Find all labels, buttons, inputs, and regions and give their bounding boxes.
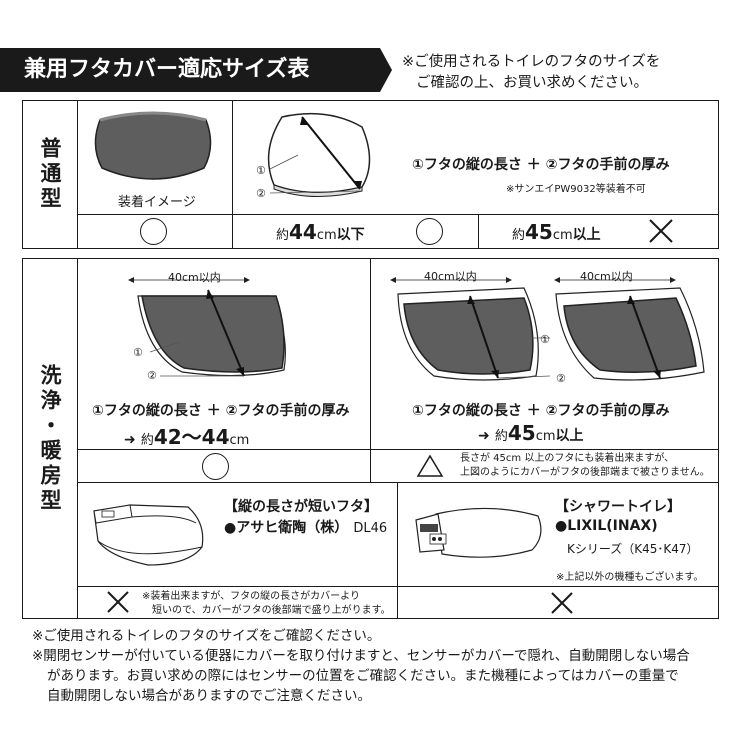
short-lid-note: ※装着出来ますが、フタの縦の長さがカバーより 短いので、カバーがフタの後部端で盛…	[142, 591, 391, 616]
shower-toilet-title: 【シャワートイレ】	[555, 499, 681, 515]
washlet-marker-1-left: ①	[133, 346, 143, 359]
footer-notes: ※ご使用されるトイレのフタのサイズをご確認ください。 ※開閉センサーが付いている…	[32, 626, 690, 706]
arrow-right-icon: ➜	[478, 428, 490, 444]
header-title: 兼用フタカバー適応サイズ表	[0, 48, 392, 92]
regular-marker-1: ①	[256, 164, 266, 177]
regular-side-label: 普通型	[38, 137, 62, 212]
header-note-line2: ご確認の上、お買い求めください。	[416, 75, 648, 91]
washlet-lid-diagram-mid	[390, 277, 551, 381]
short-lid-title: 【縦の長さが短いフタ】	[224, 499, 378, 515]
divider	[77, 100, 79, 249]
washlet-caution-note: 長さが 45cm 以上のフタにも装着出来ますが、 上図のようにカバーがフタの後部…	[460, 453, 710, 478]
divider	[77, 586, 719, 588]
washlet-side-label: 洗浄・暖房型	[38, 363, 62, 514]
divider	[77, 258, 79, 619]
regular-size-b: 約45cm以上	[512, 220, 601, 244]
footer-line2: ※開閉センサーが付いている便器にカバーを取り付けますと、センサーがカバーで隠れ、…	[32, 648, 690, 664]
regular-size-a: 約44cm以下	[276, 220, 365, 244]
washlet-measure-right: ①フタの縦の長さ ＋ ②フタの手前の厚み	[412, 403, 670, 419]
cross-ng-icon	[107, 591, 129, 613]
divider	[370, 258, 372, 482]
divider	[77, 449, 719, 451]
shower-toilet-image	[415, 507, 542, 558]
divider	[232, 100, 234, 249]
shower-toilet-brand: ●LIXIL(INAX)	[555, 518, 658, 534]
regular-image-caption: 装着イメージ	[118, 195, 196, 210]
regular-lid-diagram	[267, 112, 371, 197]
footer-line3: があります。お買い求めの際にはセンサーの位置をご確認ください。また機種によっては…	[47, 668, 679, 684]
washlet-lid-diagram-right	[554, 277, 705, 381]
washlet-lid-diagram-left	[128, 277, 286, 377]
divider	[77, 482, 719, 484]
regular-measure-text: ①フタの縦の長さ ＋ ②フタの手前の厚み	[412, 157, 670, 173]
circle-ok-icon	[416, 218, 443, 245]
divider	[397, 482, 399, 619]
circle-ok-icon	[202, 453, 229, 480]
header-note-line1: ※ご使用されるトイレのフタのサイズを	[402, 54, 661, 70]
triangle-caution-icon	[416, 454, 444, 477]
regular-exception-note: ※サンエイPW9032等装着不可	[506, 184, 646, 195]
washlet-measure-left: ①フタの縦の長さ ＋ ②フタの手前の厚み	[92, 403, 350, 419]
regular-table	[22, 100, 719, 249]
shower-toilet-other-note: ※上記以外の機種もございます。	[556, 572, 704, 583]
arrow-right-icon: ➜	[124, 432, 136, 448]
circle-ok-icon	[140, 218, 167, 245]
washlet-marker-2-mid: ②	[556, 372, 566, 385]
short-lid-model: ●アサヒ衛陶（株） DL46	[224, 520, 388, 536]
divider	[478, 214, 480, 249]
washlet-marker-2-left: ②	[147, 369, 157, 382]
cross-ng-icon	[551, 592, 573, 614]
cross-ng-icon	[649, 219, 673, 243]
footer-line4: 自動開閉しない場合がありますのでご注意ください。	[47, 688, 371, 704]
shower-toilet-series: Kシリーズ（K45･K47）	[567, 542, 699, 556]
divider	[77, 214, 719, 216]
footer-line1: ※ご使用されるトイレのフタのサイズをご確認ください。	[32, 628, 381, 644]
regular-lid-image	[94, 111, 212, 180]
width-label-left: 40cm以内	[168, 271, 221, 284]
washlet-range-right: ➜ 約45cm以上	[478, 421, 584, 445]
short-lid-toilet-image	[93, 504, 204, 566]
washlet-range-left: ➜ 約42〜44cm	[124, 425, 250, 449]
header-note: ※ご使用されるトイレのフタのサイズを ご確認の上、お買い求めください。	[402, 52, 660, 94]
washlet-marker-1-mid: ①	[540, 333, 550, 346]
regular-marker-2: ②	[256, 187, 266, 200]
